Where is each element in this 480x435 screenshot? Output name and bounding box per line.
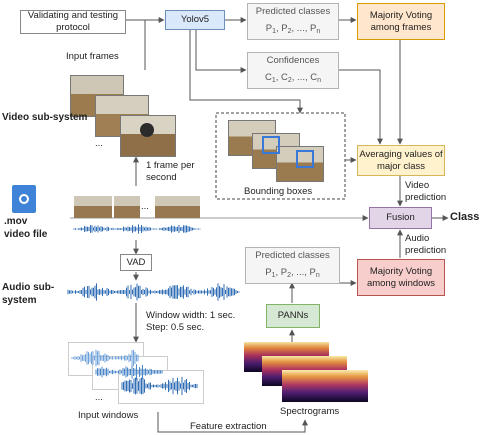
predicted-classes-bottom-box: Predicted classes P1, P2, ..., Pn — [245, 247, 340, 284]
predicted-classes-top-title: Predicted classes — [255, 6, 331, 18]
frames-ellipsis: ... — [95, 138, 103, 149]
fusion-label: Fusion — [386, 212, 415, 224]
vad-box: VAD — [120, 254, 152, 271]
confidences-box: Confidences C1, C2, ..., Cn — [247, 52, 339, 89]
audio-prediction-label: Audio prediction — [405, 233, 447, 256]
spectrograms-label: Spectrograms — [280, 406, 340, 417]
window-card-3 — [118, 370, 204, 404]
timeline-frame-1 — [74, 196, 112, 218]
arrow-yolo-to-confidences — [195, 30, 247, 73]
film-reel-icon — [19, 194, 29, 204]
averaging-label: Averaging values of major class — [359, 148, 443, 172]
predicted-classes-bottom-title: Predicted classes — [255, 250, 330, 262]
panns-label: PANNs — [277, 310, 309, 322]
fusion-box: Fusion — [369, 207, 432, 229]
arrow-confidences-to-averaging — [339, 69, 383, 145]
audio-strip-waveform — [73, 224, 201, 234]
timeline-ellipsis: ... — [141, 201, 149, 212]
input-frames-label: Input frames — [66, 51, 119, 62]
timeline-frame-3 — [155, 196, 200, 218]
mov-file-icon — [12, 185, 36, 213]
window-width-label: Window width: 1 sec. — [146, 310, 236, 321]
bbox-frame-3 — [276, 146, 324, 182]
person-head-icon — [140, 123, 154, 137]
confidences-title: Confidences — [266, 55, 320, 67]
video-subsystem-label: Video sub-system — [2, 112, 88, 123]
feature-extraction-label: Feature extraction — [190, 421, 267, 432]
one-frame-per-second-label: 1 frame per second — [146, 160, 195, 183]
timeline-frame-2 — [114, 196, 140, 218]
arrow-feature-extraction — [157, 412, 308, 433]
yolov5-box: Yolov5 — [165, 10, 225, 30]
class-output-label: Class — [450, 211, 480, 223]
panns-box: PANNs — [266, 304, 320, 328]
step-label: Step: 0.5 sec. — [146, 322, 205, 333]
bounding-box-panel — [215, 112, 346, 200]
vad-waveform — [67, 283, 240, 301]
video-prediction-label: Video prediction — [405, 180, 447, 203]
confidences-terms: C1, C2, ..., Cn — [264, 72, 322, 85]
audio-subsystem-label: Audio sub-system — [2, 282, 55, 306]
windows-ellipsis: ... — [95, 392, 103, 403]
detection-box-2 — [296, 150, 314, 168]
predicted-classes-top-box: Predicted classes P1, P2, ..., Pn — [247, 3, 339, 40]
averaging-box: Averaging values of major class — [357, 145, 445, 176]
predicted-classes-top-terms: P1, P2, ..., Pn — [265, 23, 321, 36]
validating-protocol-label: Validating and testing protocol — [27, 10, 119, 33]
yolov5-label: Yolov5 — [180, 14, 210, 26]
majority-voting-frames-box: Majority Voting among frames — [357, 3, 445, 40]
mov-video-file-label: .mov video file — [4, 216, 48, 240]
spectrogram-3 — [282, 370, 368, 402]
arrow-yolo-to-bboxes — [189, 30, 303, 114]
validating-protocol-box: Validating and testing protocol — [20, 10, 126, 34]
input-windows-label: Input windows — [78, 410, 139, 421]
detection-box-1 — [262, 136, 280, 154]
majority-voting-windows-box: Majority Voting among windows — [357, 259, 445, 296]
bounding-boxes-label: Bounding boxes — [244, 186, 313, 197]
majority-voting-windows-label: Majority Voting among windows — [366, 265, 436, 289]
vad-label: VAD — [126, 256, 146, 268]
predicted-classes-bottom-terms: P1, P2, ..., Pn — [265, 267, 320, 280]
majority-voting-frames-label: Majority Voting among frames — [369, 9, 433, 33]
